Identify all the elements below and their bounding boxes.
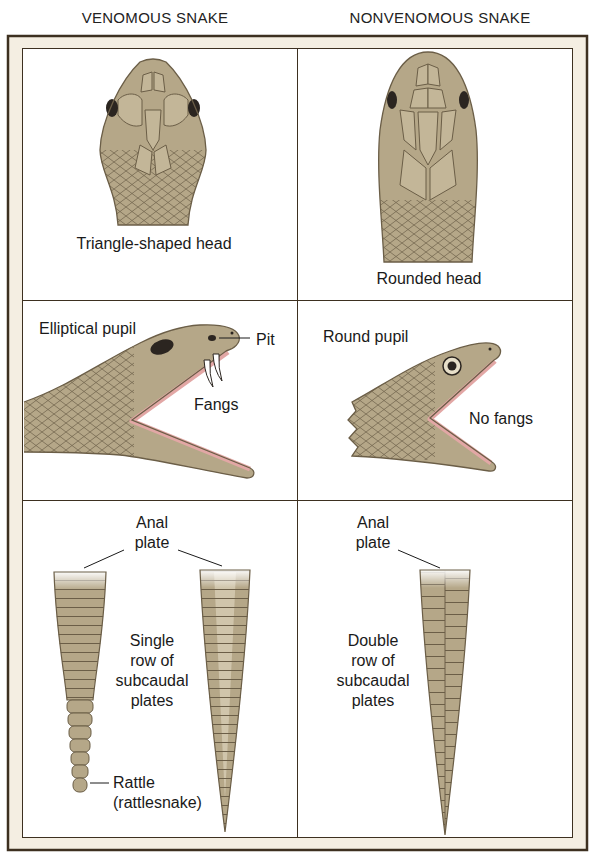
anal-plate bbox=[416, 570, 476, 588]
head-outline bbox=[348, 343, 501, 471]
column-heading: NONVENOMOUS SNAKE bbox=[350, 9, 531, 27]
head-outline bbox=[24, 325, 254, 478]
head-outline bbox=[379, 52, 478, 262]
comparison-cell: Anal plateDouble row of subcaudal plates bbox=[297, 500, 573, 838]
feature-label: Anal plate bbox=[122, 513, 182, 553]
leader-line bbox=[398, 550, 440, 568]
scale-texture bbox=[345, 350, 435, 460]
head-outline bbox=[100, 59, 206, 225]
feature-label: Triangle-shaped head bbox=[76, 234, 231, 254]
pit bbox=[208, 335, 216, 341]
rounded-head bbox=[375, 52, 485, 263]
feature-label: Single row of subcaudal plates bbox=[115, 631, 189, 711]
comparison-cell: Triangle-shaped head bbox=[22, 48, 298, 301]
rattle bbox=[67, 700, 93, 792]
round-pupil bbox=[448, 362, 457, 371]
nostril bbox=[231, 332, 234, 335]
feature-label: Rounded head bbox=[377, 269, 482, 289]
scale-texture bbox=[95, 150, 210, 226]
venomous-tail bbox=[196, 570, 256, 835]
scale-texture bbox=[375, 200, 485, 263]
eye bbox=[459, 91, 469, 109]
anal-plate bbox=[196, 570, 256, 588]
leader-line bbox=[84, 550, 124, 568]
tail-outline bbox=[54, 572, 106, 700]
comparison-cell: Anal plateSingle row of subcaudal plates… bbox=[22, 500, 298, 838]
subcaudal-plates bbox=[416, 570, 476, 838]
leader-line bbox=[178, 550, 222, 566]
rattlesnake-tail bbox=[50, 572, 110, 792]
column-heading: VENOMOUS SNAKE bbox=[82, 9, 229, 27]
comparison-cell: Round pupil No fangs bbox=[297, 300, 573, 501]
head-shape bbox=[24, 325, 254, 478]
panel-ground bbox=[22, 48, 573, 838]
feature-label: Double row of subcaudal plates bbox=[336, 631, 410, 711]
feature-label: Round pupil bbox=[323, 327, 408, 347]
triangle-head bbox=[95, 59, 210, 226]
leader-line bbox=[90, 783, 109, 784]
subcaudal-plates bbox=[50, 572, 110, 702]
head-plates bbox=[400, 64, 456, 200]
nonvenomous-profile-head bbox=[345, 343, 501, 471]
subcaudal-plates bbox=[196, 570, 256, 835]
venomous-profile-head bbox=[24, 325, 254, 478]
feature-label: Fangs bbox=[194, 395, 238, 415]
nonvenomous-tail bbox=[416, 570, 476, 838]
feature-label: Pit bbox=[256, 330, 275, 350]
feature-label: No fangs bbox=[469, 409, 533, 429]
mouth-lining bbox=[132, 352, 250, 469]
comparison-cell: Rounded head bbox=[297, 48, 573, 301]
anal-plate bbox=[50, 572, 110, 590]
feature-label: Rattle (rattlesnake) bbox=[113, 773, 213, 813]
eye bbox=[443, 357, 461, 375]
tail-outline bbox=[200, 570, 250, 832]
comparison-cell: Elliptical pupilPitFangs bbox=[22, 300, 298, 501]
nostril bbox=[489, 348, 492, 351]
tail-outline bbox=[420, 570, 470, 835]
fang bbox=[204, 360, 213, 387]
head-plates bbox=[118, 72, 188, 175]
outer-frame bbox=[8, 36, 587, 850]
elliptical-pupil bbox=[148, 336, 175, 357]
feature-label: Anal plate bbox=[343, 513, 403, 553]
fang bbox=[213, 354, 222, 381]
feature-label: Elliptical pupil bbox=[39, 319, 136, 339]
eye bbox=[387, 91, 397, 109]
leader-line bbox=[219, 338, 250, 339]
